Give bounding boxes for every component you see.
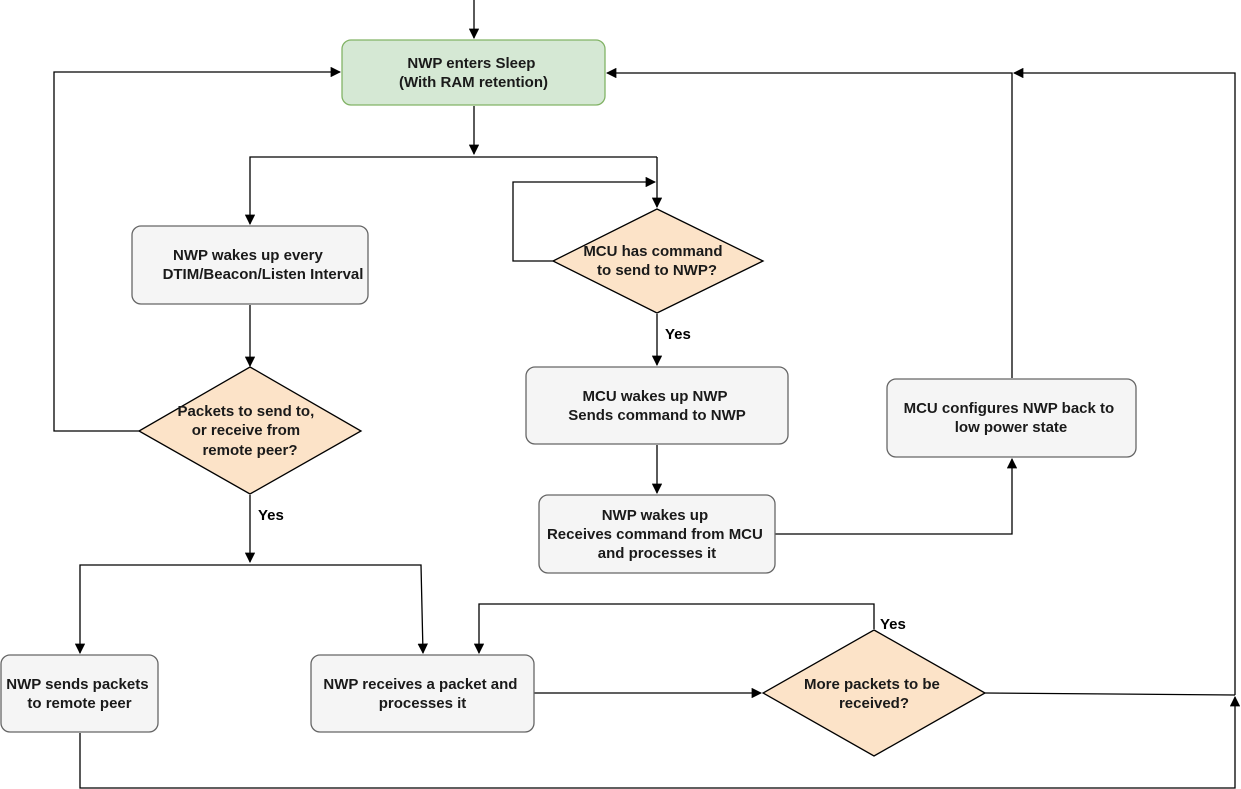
- node-wake-interval-line-1: NWP wakes up every: [173, 247, 323, 264]
- svg-text:More packets to be recei: More packets to be received?: [804, 676, 944, 712]
- edge-split-to-nwp-receives: [250, 564, 428, 655]
- edge-mcu-configures-to-sleep: [605, 67, 1013, 378]
- node-mcu-wakes-line-1: MCU wakes up NWP: [583, 388, 728, 405]
- edge-label-more-yes: Yes: [880, 616, 906, 633]
- edge-more-packets-yes: [473, 603, 875, 655]
- node-nwp-sends: NWP sends packets to remote peer: [0, 654, 159, 733]
- node-sleep-line-1: NWP enters Sleep: [407, 55, 535, 72]
- svg-text:Packets to send to, or r: Packets to send to, or receive from remo…: [178, 403, 319, 459]
- edge-label-mcu-yes: Yes: [665, 326, 691, 343]
- node-mcu-command-line-1: MCU has command: [583, 243, 722, 260]
- edge-more-packets-no: [984, 692, 1236, 696]
- edges: [53, 0, 1241, 789]
- node-nwp-sends-line-2: to remote peer: [27, 695, 131, 712]
- node-sleep-line-2: (With RAM retention): [399, 74, 548, 91]
- edge-mcu-command-loop: [512, 176, 657, 262]
- edge-split-to-wake-interval: [244, 156, 657, 226]
- svg-text:MCU wakes up NWP Sends c: MCU wakes up NWP Sends command to NWP: [568, 388, 746, 424]
- edge-nwp-processes-to-mcu-configures: [775, 457, 1018, 535]
- svg-text:NWP wakes up Receives co: NWP wakes up Receives command from MCU a…: [547, 507, 767, 562]
- node-nwp-processes: NWP wakes up Receives command from MCU a…: [538, 494, 776, 574]
- node-wake-interval-line-2: DTIM/Beacon/Listen Interval: [163, 266, 364, 283]
- node-more-packets-line-2: received?: [839, 695, 909, 712]
- node-nwp-receives: NWP receives a packet and processes it: [310, 654, 535, 733]
- svg-text:NWP sends packets to rem: NWP sends packets to remote peer: [6, 676, 152, 712]
- svg-text:MCU has command to send: MCU has command to send to NWP?: [583, 243, 726, 279]
- node-nwp-processes-line-1: NWP wakes up: [602, 507, 708, 524]
- node-more-packets-line-1: More packets to be: [804, 676, 940, 693]
- edge-packets-no-to-sleep: [53, 66, 342, 432]
- node-packets-decision: Packets to send to, or receive from remo…: [137, 366, 363, 495]
- node-sleep: NWP enters Sleep (With RAM retention): [341, 39, 606, 106]
- svg-text:NWP wakes up every DTIM/: NWP wakes up every DTIM/Beacon/Listen In…: [163, 247, 364, 283]
- node-mcu-command: MCU has command to send to NWP?: [551, 208, 765, 314]
- node-mcu-configures-line-2: low power state: [955, 419, 1068, 436]
- node-nwp-sends-line-1: NWP sends packets: [6, 676, 148, 693]
- edge-right-return-to-sleep: [1012, 67, 1236, 695]
- edge-label-packets-yes: Yes: [258, 507, 284, 524]
- node-nwp-receives-line-2: processes it: [379, 695, 467, 712]
- node-mcu-wakes-nwp: MCU wakes up NWP Sends command to NWP: [525, 366, 789, 445]
- svg-text:NWP receives a packet and: NWP receives a packet and processes it: [323, 676, 521, 712]
- node-wake-interval: NWP wakes up every DTIM/Beacon/Listen In…: [131, 225, 369, 305]
- node-packets-line-2: or receive from: [192, 422, 300, 439]
- edge-nwp-sends-to-right: [79, 695, 1241, 789]
- edge-split-to-nwp-sends: [74, 564, 250, 655]
- node-mcu-configures-line-1: MCU configures NWP back to: [904, 400, 1115, 417]
- svg-text:MCU configures NWP back to: MCU configures NWP back to low power sta…: [904, 400, 1119, 436]
- svg-text:NWP enters Sleep (With R: NWP enters Sleep (With RAM retention): [399, 55, 548, 91]
- node-nwp-receives-line-1: NWP receives a packet and: [323, 676, 517, 693]
- node-packets-line-1: Packets to send to,: [178, 403, 315, 420]
- node-mcu-command-line-2: to send to NWP?: [597, 262, 717, 279]
- node-nwp-processes-line-3: and processes it: [598, 545, 716, 562]
- node-nwp-processes-line-2: Receives command from MCU: [547, 526, 763, 543]
- node-more-packets: More packets to be received?: [761, 629, 987, 757]
- node-mcu-wakes-line-2: Sends command to NWP: [568, 407, 746, 424]
- node-packets-line-3: remote peer?: [202, 442, 297, 459]
- node-mcu-configures: MCU configures NWP back to low power sta…: [886, 378, 1137, 458]
